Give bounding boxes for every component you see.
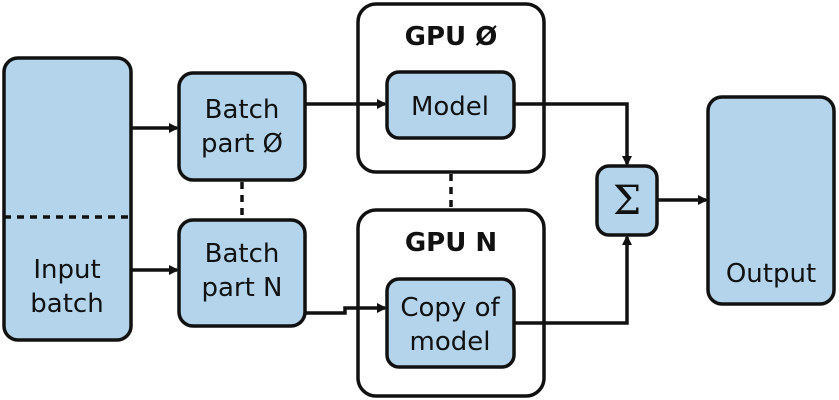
arrow-model-to-sum <box>514 102 632 166</box>
output-box: Output <box>706 95 836 306</box>
gpu-n-model-line2: model <box>410 327 491 357</box>
input-label-line1: Input <box>33 255 100 285</box>
output-label: Output <box>726 259 816 289</box>
batch-part-0-line1: Batch <box>205 95 280 125</box>
batch-part-n-line2: part N <box>201 273 282 303</box>
gpu-0-title: GPU Ø <box>405 22 498 52</box>
arrow-model-copy-to-sum <box>514 235 632 325</box>
batch-part-n-box: Batch part N <box>177 218 307 328</box>
gpu-0-model-label: Model <box>411 92 489 122</box>
gpu-n-model-line1: Copy of <box>400 293 500 323</box>
batch-part-n-line1: Batch <box>205 239 280 269</box>
arrow-part-n-to-model-copy <box>305 303 387 315</box>
batch-part-0-box: Batch part Ø <box>177 71 307 182</box>
gpu-n-container: GPU N Copy of model <box>356 208 546 398</box>
input-batch-box: Input batch <box>2 56 133 342</box>
sum-node: Σ <box>595 164 659 237</box>
sum-symbol: Σ <box>613 178 641 224</box>
gpu-n-title: GPU N <box>405 228 497 258</box>
gpu-0-container: GPU Ø Model <box>356 2 546 174</box>
input-label-line2: batch <box>30 289 103 319</box>
batch-part-0-line2: part Ø <box>201 129 283 159</box>
